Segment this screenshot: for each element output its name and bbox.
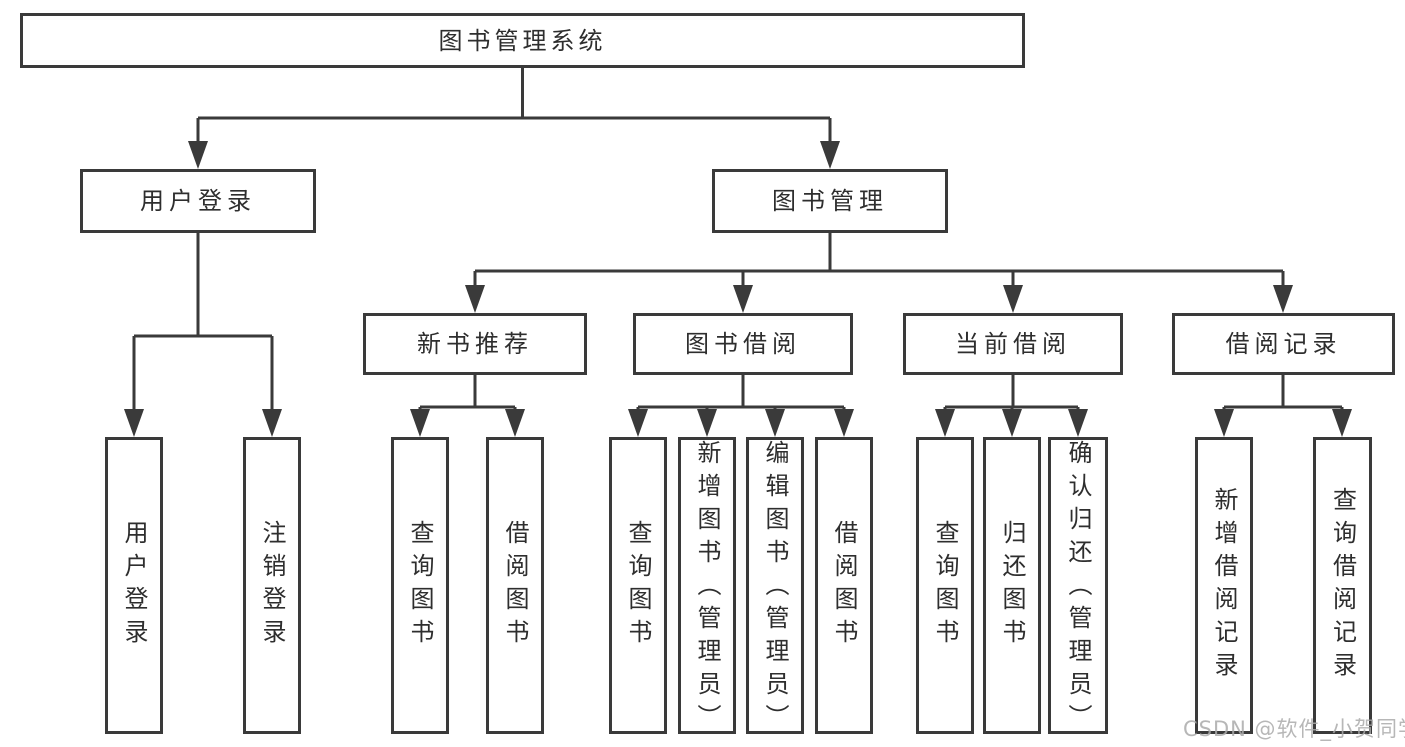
arrow-down-icon bbox=[1002, 409, 1022, 437]
watermark: CSDN @软件_小贺同学 bbox=[1183, 717, 1405, 741]
arrow-down-icon bbox=[820, 141, 840, 169]
node-new-book-recommend: 新书推荐 bbox=[363, 313, 587, 375]
connector-lines bbox=[132, 68, 1344, 410]
arrow-down-icon bbox=[733, 285, 753, 313]
connector-book-management-branch bbox=[473, 233, 1285, 286]
leaf-borrowing-edit-book-admin: 编辑图书（管理员） bbox=[746, 437, 804, 737]
arrow-down-icon bbox=[262, 409, 282, 437]
connector-root-to-level2 bbox=[196, 68, 832, 142]
arrow-down-icon bbox=[765, 409, 785, 437]
arrow-down-icon bbox=[124, 409, 144, 437]
node-current-borrowing: 当前借阅 bbox=[903, 313, 1123, 375]
node-library-management-system: 图书管理系统 bbox=[20, 13, 1025, 68]
connector-new-book-recommend-branch bbox=[418, 375, 517, 410]
arrow-down-icon bbox=[1273, 285, 1293, 313]
arrow-down-icon bbox=[935, 409, 955, 437]
arrow-down-icon bbox=[1214, 409, 1234, 437]
connector-user-login-branch bbox=[132, 233, 274, 410]
node-book-management: 图书管理 bbox=[712, 169, 948, 233]
arrow-down-icon bbox=[834, 409, 854, 437]
connector-book-borrowing-branch bbox=[636, 375, 846, 410]
leaf-recommend-query-book: 查询图书 bbox=[391, 437, 449, 734]
arrow-down-icon bbox=[505, 409, 525, 437]
node-user-login: 用户登录 bbox=[80, 169, 316, 233]
leaf-records-add-record: 新增借阅记录 bbox=[1195, 437, 1253, 734]
leaf-recommend-borrow-book: 借阅图书 bbox=[486, 437, 544, 734]
leaf-current-query-book: 查询图书 bbox=[916, 437, 974, 734]
connector-current-borrowing-branch bbox=[943, 375, 1080, 410]
node-borrowing-records: 借阅记录 bbox=[1172, 313, 1395, 375]
arrow-down-icon bbox=[410, 409, 430, 437]
leaf-logout: 注销登录 bbox=[243, 437, 301, 734]
leaf-records-query-record: 查询借阅记录 bbox=[1313, 437, 1372, 734]
leaf-borrowing-borrow-book: 借阅图书 bbox=[815, 437, 873, 734]
leaf-user-login: 用户登录 bbox=[105, 437, 163, 734]
arrow-down-icon bbox=[188, 141, 208, 169]
arrowheads bbox=[124, 141, 1352, 437]
arrow-down-icon bbox=[628, 409, 648, 437]
connector-borrowing-records-branch bbox=[1222, 375, 1344, 410]
node-book-borrowing: 图书借阅 bbox=[633, 313, 853, 375]
arrow-down-icon bbox=[1068, 409, 1088, 437]
arrow-down-icon bbox=[465, 285, 485, 313]
arrow-down-icon bbox=[1332, 409, 1352, 437]
arrow-down-icon bbox=[697, 409, 717, 437]
leaf-current-confirm-return-admin: 确认归还（管理员） bbox=[1048, 437, 1108, 737]
leaf-current-return-book: 归还图书 bbox=[983, 437, 1041, 734]
leaf-borrowing-query-book: 查询图书 bbox=[609, 437, 667, 734]
leaf-borrowing-add-book-admin: 新增图书（管理员） bbox=[678, 437, 736, 737]
arrow-down-icon bbox=[1003, 285, 1023, 313]
